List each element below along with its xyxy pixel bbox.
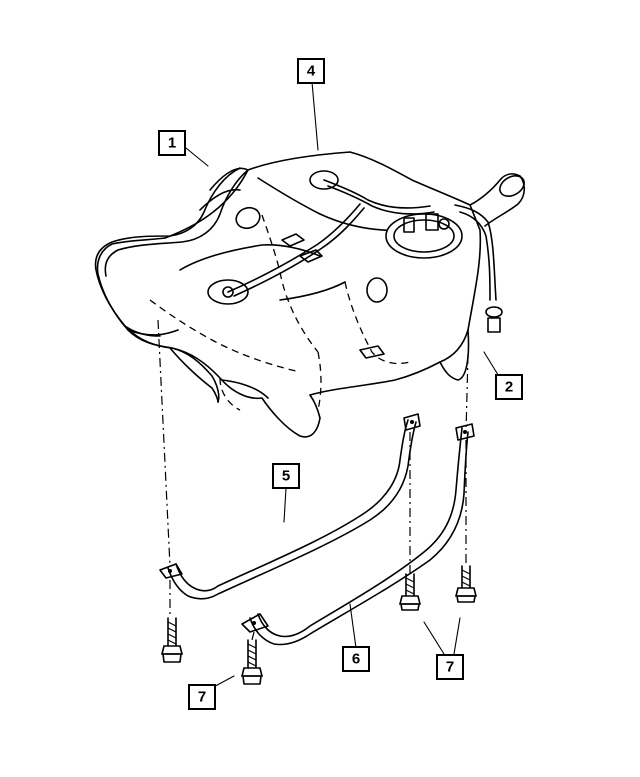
callout-7-right: 7: [436, 654, 464, 680]
callout-2: 2: [495, 374, 523, 400]
alignment-lines: [157, 319, 469, 641]
callout-1-label: 1: [168, 135, 176, 152]
callout-7-left: 7: [188, 684, 216, 710]
bolt-right-2: [454, 565, 478, 603]
bolt-left-2: [240, 639, 264, 685]
leader-lines: [185, 81, 501, 691]
callout-7-left-label: 7: [198, 689, 206, 706]
heat-shield: [94, 167, 249, 403]
bolt-left-1: [160, 617, 184, 663]
callout-7-right-label: 7: [446, 659, 454, 676]
tank-strap-5: [159, 413, 421, 600]
callout-5-label: 5: [282, 468, 290, 485]
callout-2-label: 2: [505, 379, 513, 396]
callout-4-label: 4: [307, 63, 316, 80]
callout-1: 1: [158, 130, 186, 156]
callout-4: 4: [297, 58, 325, 84]
callout-6-label: 6: [352, 651, 360, 668]
callout-5: 5: [272, 463, 300, 489]
tank-strap-6: [241, 423, 475, 646]
fuel-tank: [96, 151, 526, 438]
callout-6: 6: [342, 646, 370, 672]
bolt-right-1: [398, 573, 422, 611]
